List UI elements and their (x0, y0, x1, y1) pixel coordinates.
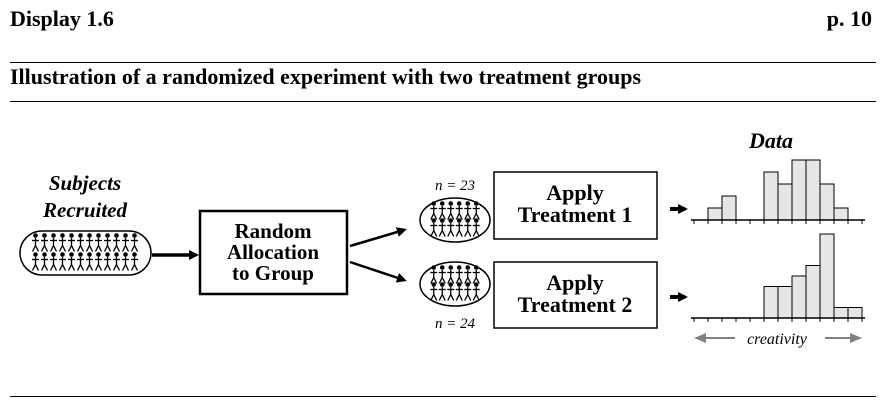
treatment2-line2: Treatment 2 (518, 292, 633, 317)
subjects-label-line2: Recruited (42, 198, 127, 222)
histogram-bar (805, 159, 821, 221)
histogram-treatment1 (691, 159, 865, 224)
histogram-bar (707, 207, 723, 221)
random-allocation-line1: Random (234, 219, 312, 243)
top-rule (10, 62, 876, 63)
subjects-label-line1: Subjects (49, 171, 121, 195)
group2-pool (419, 261, 491, 307)
arrow-to-group2 (349, 260, 407, 283)
histogram-bar (763, 286, 779, 319)
histogram-bar (819, 183, 835, 221)
histogram-bar (833, 207, 849, 221)
data-label: Data (748, 128, 793, 153)
histogram-bar (833, 307, 849, 319)
subjects-pool (19, 230, 152, 276)
random-allocation-line2: Allocation (227, 240, 319, 264)
page-number: p. 10 (826, 6, 872, 31)
arrow-to-group1 (349, 227, 407, 248)
histogram-bar (791, 275, 807, 319)
treatment2-line1: Apply (546, 270, 603, 295)
treatment1-box (493, 171, 658, 240)
display-number: Display 1.6 (10, 6, 114, 31)
histogram-bar (805, 265, 821, 319)
group2-size: n = 24 (435, 316, 476, 332)
histogram-bar (777, 286, 793, 319)
creativity-axis-label: creativity (747, 331, 808, 348)
treatment1-line2: Treatment 1 (518, 202, 633, 227)
histogram-bar (847, 307, 863, 319)
histogram-treatment2 (691, 233, 865, 322)
group1-pool (419, 197, 491, 243)
figure-title: Illustration of a randomized experiment … (10, 64, 642, 89)
histogram-bar (763, 171, 779, 221)
histogram-bar (819, 233, 835, 319)
histogram-bar (721, 195, 737, 221)
histogram-bar (777, 183, 793, 221)
treatment2-box (493, 261, 658, 329)
random-allocation-box (198, 209, 349, 296)
treatment1-line1: Apply (546, 180, 603, 205)
group1-size: n = 23 (435, 178, 475, 194)
title-rule (10, 101, 876, 102)
histogram-bar (791, 159, 807, 221)
bottom-rule (10, 396, 876, 397)
random-allocation-line3: to Group (232, 261, 314, 285)
